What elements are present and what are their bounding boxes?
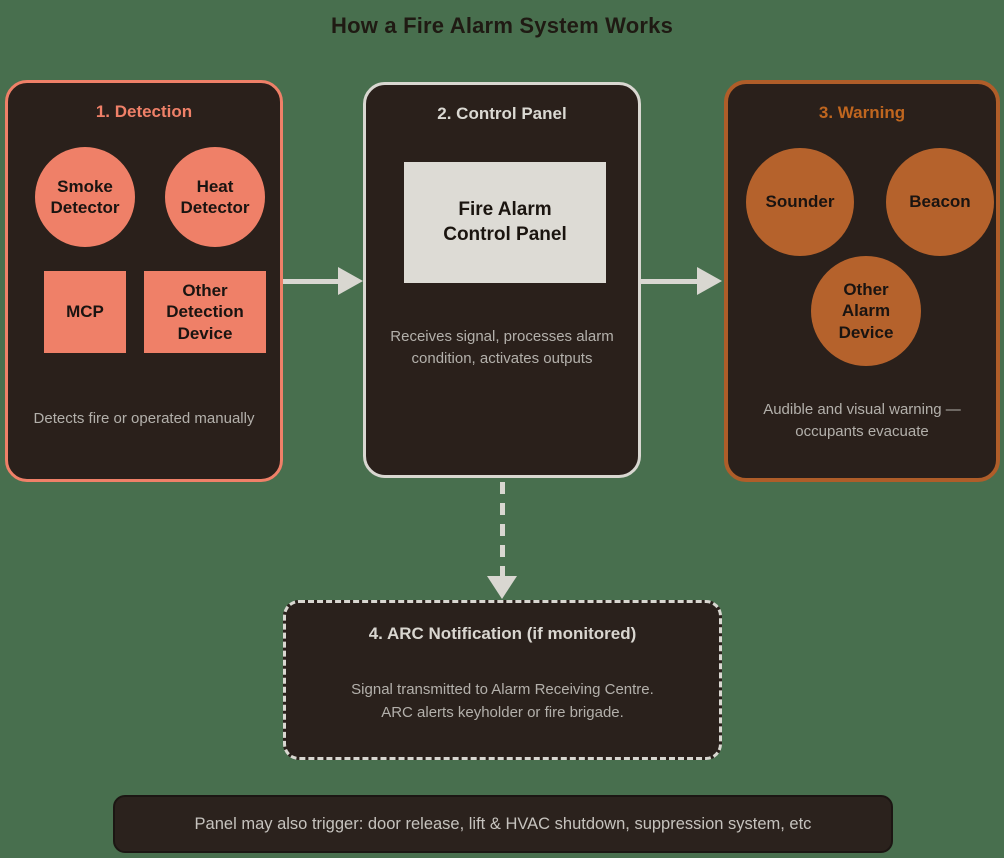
other-detection-device-node: Other Detection Device: [144, 271, 266, 353]
arrow-detection-to-control-head: [338, 267, 363, 295]
panel-trigger-note-text: Panel may also trigger: door release, li…: [194, 814, 812, 833]
arc-notification-title: 4. ARC Notification (if monitored): [368, 624, 637, 643]
arrow-control-to-warning-line: [641, 279, 698, 284]
panel-trigger-note-bar: Panel may also trigger: door release, li…: [113, 795, 893, 853]
detection-stage-title: 1. Detection: [95, 102, 193, 121]
detection-caption: Detects fire or operated manually: [33, 410, 255, 427]
mcp-node: MCP: [44, 271, 126, 353]
arrow-control-to-arc-dashed-line: [500, 482, 505, 577]
control-panel-stage-box: 2. Control Panel Fire Alarm Control Pane…: [363, 82, 641, 478]
beacon-node: Beacon: [886, 148, 994, 256]
arrow-control-to-warning-head: [697, 267, 722, 295]
control-panel-caption: Receives signal, processes alarm conditi…: [390, 328, 614, 367]
other-alarm-device-node: Other Alarm Device: [811, 256, 921, 366]
heat-detector-node: Heat Detector: [165, 147, 265, 247]
warning-stage-box: 3. Warning Sounder Beacon Other Alarm De…: [724, 80, 1000, 482]
fire-alarm-control-panel-node: Fire Alarm Control Panel: [404, 162, 606, 283]
warning-caption: Audible and visual warning — occupants e…: [763, 401, 961, 440]
arrow-detection-to-control-line: [283, 279, 340, 284]
warning-stage-title: 3. Warning: [818, 103, 906, 122]
arc-notification-box: 4. ARC Notification (if monitored) Signa…: [283, 600, 722, 760]
detection-stage-box: 1. Detection Smoke Detector Heat Detecto…: [5, 80, 283, 482]
sounder-node: Sounder: [746, 148, 854, 256]
page-title: How a Fire Alarm System Works: [330, 13, 674, 38]
arc-notification-caption: Signal transmitted to Alarm Receiving Ce…: [351, 681, 654, 721]
arrow-control-to-arc-head: [487, 576, 517, 599]
control-panel-stage-title: 2. Control Panel: [437, 104, 567, 123]
smoke-detector-node: Smoke Detector: [35, 147, 135, 247]
